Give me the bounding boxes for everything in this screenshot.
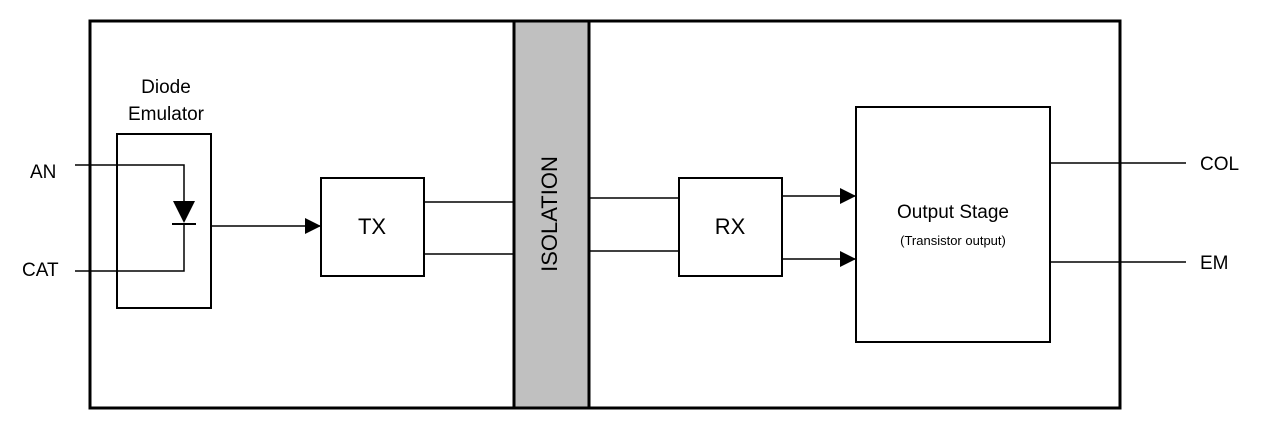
cat-wire — [75, 224, 185, 272]
rx-label: RX — [715, 214, 746, 239]
package-outline — [88, 19, 1122, 410]
diode-emulator-label-line1: Diode — [141, 77, 191, 98]
diode-emulator-box — [116, 133, 212, 309]
output-stage-label: Output Stage — [897, 202, 1009, 223]
tx-box — [320, 177, 425, 277]
isolation-barrier — [512, 19, 591, 410]
isolation-label: ISOLATION — [537, 156, 562, 272]
pin-an-label: AN — [30, 162, 56, 183]
output-stage-sublabel: (Transistor output) — [900, 233, 1006, 248]
an-wire — [75, 164, 185, 203]
diode-emulator-label-line2: Emulator — [128, 104, 205, 125]
diode-symbol-icon — [172, 201, 196, 225]
pin-em-label: EM — [1200, 253, 1229, 274]
pin-col-label: COL — [1200, 154, 1239, 175]
pin-cat-label: CAT — [22, 260, 59, 281]
tx-label: TX — [358, 214, 386, 239]
rx-box — [678, 177, 783, 277]
output-stage-box — [855, 106, 1051, 343]
